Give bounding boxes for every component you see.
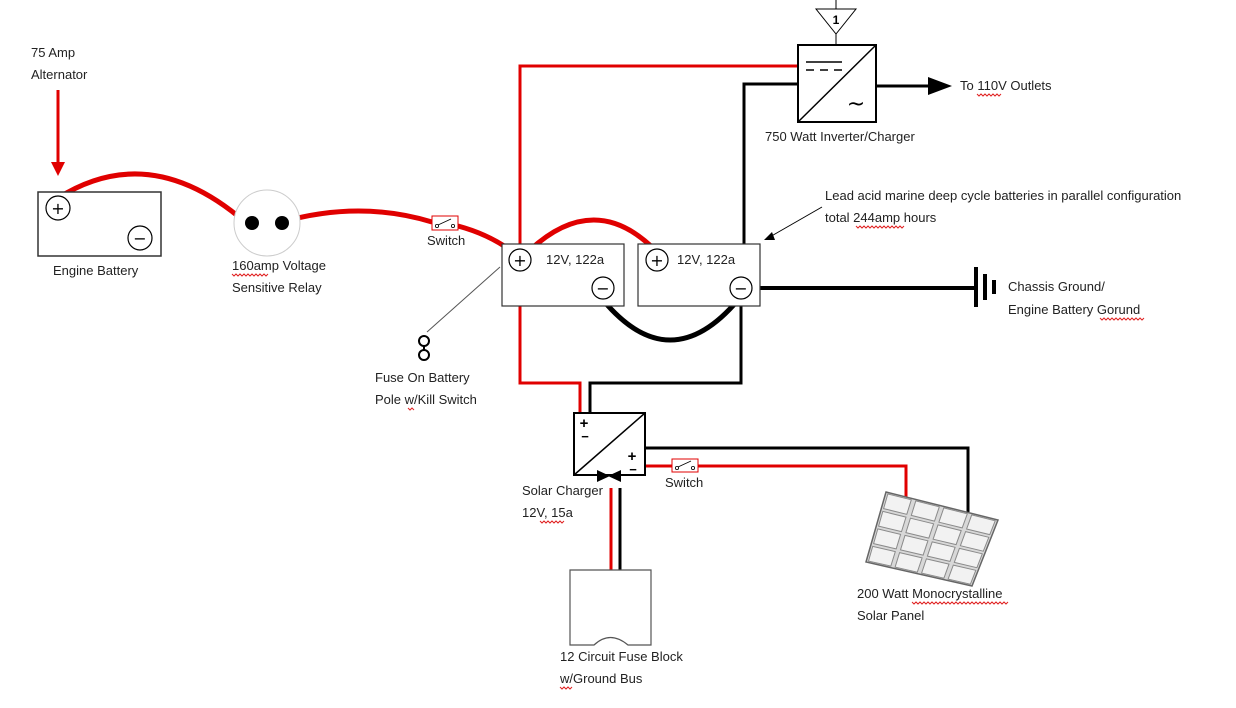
batteries-note: total 244amp hours bbox=[825, 210, 937, 225]
engine-to-relay-wire bbox=[56, 171, 247, 224]
outlets-label: To 110V Outlets bbox=[960, 78, 1052, 93]
battery-to-inverter-negative bbox=[742, 82, 798, 288]
fuse-block-label: 12 Circuit Fuse Block bbox=[560, 649, 683, 664]
negative-terminal-icon bbox=[127, 225, 153, 251]
fuse-icon bbox=[418, 335, 430, 361]
chassis-ground bbox=[974, 267, 996, 307]
positive-terminal-icon bbox=[645, 248, 669, 272]
battery1-label: 12V, 122a bbox=[546, 252, 605, 267]
fuse-label: Pole w/Kill Switch bbox=[375, 392, 477, 407]
battery2-label: 12V, 122a bbox=[677, 252, 736, 267]
triangle-marker-icon bbox=[814, 8, 858, 35]
plus-symbol: + bbox=[628, 448, 637, 465]
fuse-block-label: w/Ground Bus bbox=[559, 671, 643, 686]
solar-cell bbox=[938, 507, 968, 529]
solar-panel-negative bbox=[645, 446, 970, 512]
solar-cell bbox=[910, 500, 940, 522]
solar-cell bbox=[959, 531, 990, 552]
minus-symbol: − bbox=[596, 279, 609, 298]
spellcheck-underlines bbox=[231, 93, 1145, 690]
positive-terminal-icon bbox=[45, 195, 71, 221]
switch-top bbox=[431, 215, 459, 231]
battery-parallel-positive bbox=[528, 217, 657, 252]
battery-to-inverter-positive bbox=[518, 64, 798, 258]
relay-label: Sensitive Relay bbox=[232, 280, 322, 295]
house-battery-1: + − bbox=[501, 243, 625, 307]
inverter-charger: ~ bbox=[797, 44, 877, 123]
solar-panel-label: 200 Watt Monocrystalline bbox=[857, 586, 1002, 601]
solar-cell bbox=[926, 541, 956, 562]
solar-cell bbox=[877, 510, 907, 533]
negative-terminal-icon bbox=[729, 276, 753, 300]
outlets-arrowhead bbox=[928, 77, 952, 95]
fuse-block-icon bbox=[569, 569, 652, 646]
solar-cell bbox=[920, 558, 950, 579]
plus-symbol: + bbox=[650, 251, 663, 270]
battery-to-solar-negative bbox=[588, 300, 743, 412]
plus-symbol: + bbox=[580, 415, 589, 432]
relay-to-switch-wire bbox=[281, 208, 433, 225]
solar-cell bbox=[932, 524, 962, 546]
switch-icon bbox=[671, 458, 699, 473]
battery-to-solar-positive bbox=[518, 258, 582, 412]
engine-battery-label: Engine Battery bbox=[53, 263, 139, 278]
switch-top-label: Switch bbox=[427, 233, 465, 248]
batteries-note: Lead acid marine deep cycle batteries in… bbox=[825, 188, 1181, 203]
solar-panel bbox=[865, 491, 1000, 587]
panel-cells bbox=[867, 493, 996, 585]
solar-cell bbox=[872, 528, 902, 550]
minus-symbol: − bbox=[133, 229, 146, 248]
house-battery-2: + − bbox=[637, 243, 761, 307]
solar-panel-positive-b bbox=[698, 464, 908, 498]
ground-label: Chassis Ground/ bbox=[1008, 279, 1105, 294]
ground-label: Engine Battery Gorund bbox=[1008, 302, 1140, 317]
solar-cell bbox=[894, 552, 923, 573]
switch-bottom-label: Switch bbox=[665, 475, 703, 490]
alternator-arrowhead bbox=[51, 162, 65, 176]
inverter-label: 750 Watt Inverter/Charger bbox=[765, 129, 915, 144]
alternator-label: 75 Amp bbox=[31, 45, 75, 60]
switch-icon bbox=[431, 215, 459, 231]
offpage-marker: 1 bbox=[814, 8, 858, 35]
minus-symbol: − bbox=[734, 279, 747, 298]
wires bbox=[51, 0, 975, 570]
fuse-label: Fuse On Battery bbox=[375, 370, 470, 385]
solar-cell bbox=[953, 547, 983, 569]
relay-label: 160amp Voltage bbox=[232, 258, 326, 273]
solar-cell bbox=[947, 564, 977, 585]
solar-cell bbox=[899, 534, 929, 556]
voltage-relay bbox=[233, 189, 301, 257]
solar-cell bbox=[905, 517, 935, 539]
ac-symbol: ~ bbox=[847, 92, 865, 117]
positive-terminal-icon bbox=[508, 248, 532, 272]
fuse-block bbox=[569, 569, 652, 646]
solar-charger-label: Solar Charger bbox=[522, 483, 604, 498]
minus-symbol: − bbox=[629, 462, 637, 477]
batteries-leader-arrow bbox=[764, 232, 775, 240]
plus-symbol: + bbox=[513, 251, 526, 270]
batteries-leader-line bbox=[767, 206, 823, 239]
negative-terminal-icon bbox=[591, 276, 615, 300]
output-terminal-icon bbox=[597, 470, 610, 482]
fuse-leader-line bbox=[426, 266, 501, 333]
plus-symbol: + bbox=[51, 199, 64, 218]
solar-cell bbox=[882, 493, 912, 515]
minus-symbol: − bbox=[581, 429, 589, 444]
solar-cell bbox=[965, 514, 996, 536]
switch-bottom bbox=[671, 458, 699, 473]
relay-icon bbox=[233, 189, 301, 257]
solar-charger-label: 12V, 15a bbox=[522, 505, 574, 520]
labels: 75 Amp Alternator Engine Battery 160amp … bbox=[31, 45, 1181, 686]
engine-battery: + − bbox=[37, 191, 162, 257]
marker-number: 1 bbox=[833, 13, 840, 27]
solar-panel-label: Solar Panel bbox=[857, 608, 924, 623]
alternator-label: Alternator bbox=[31, 67, 88, 82]
solar-cell bbox=[867, 545, 896, 567]
battery-parallel-negative bbox=[601, 298, 740, 343]
solar-charger: + − + − bbox=[573, 412, 646, 482]
